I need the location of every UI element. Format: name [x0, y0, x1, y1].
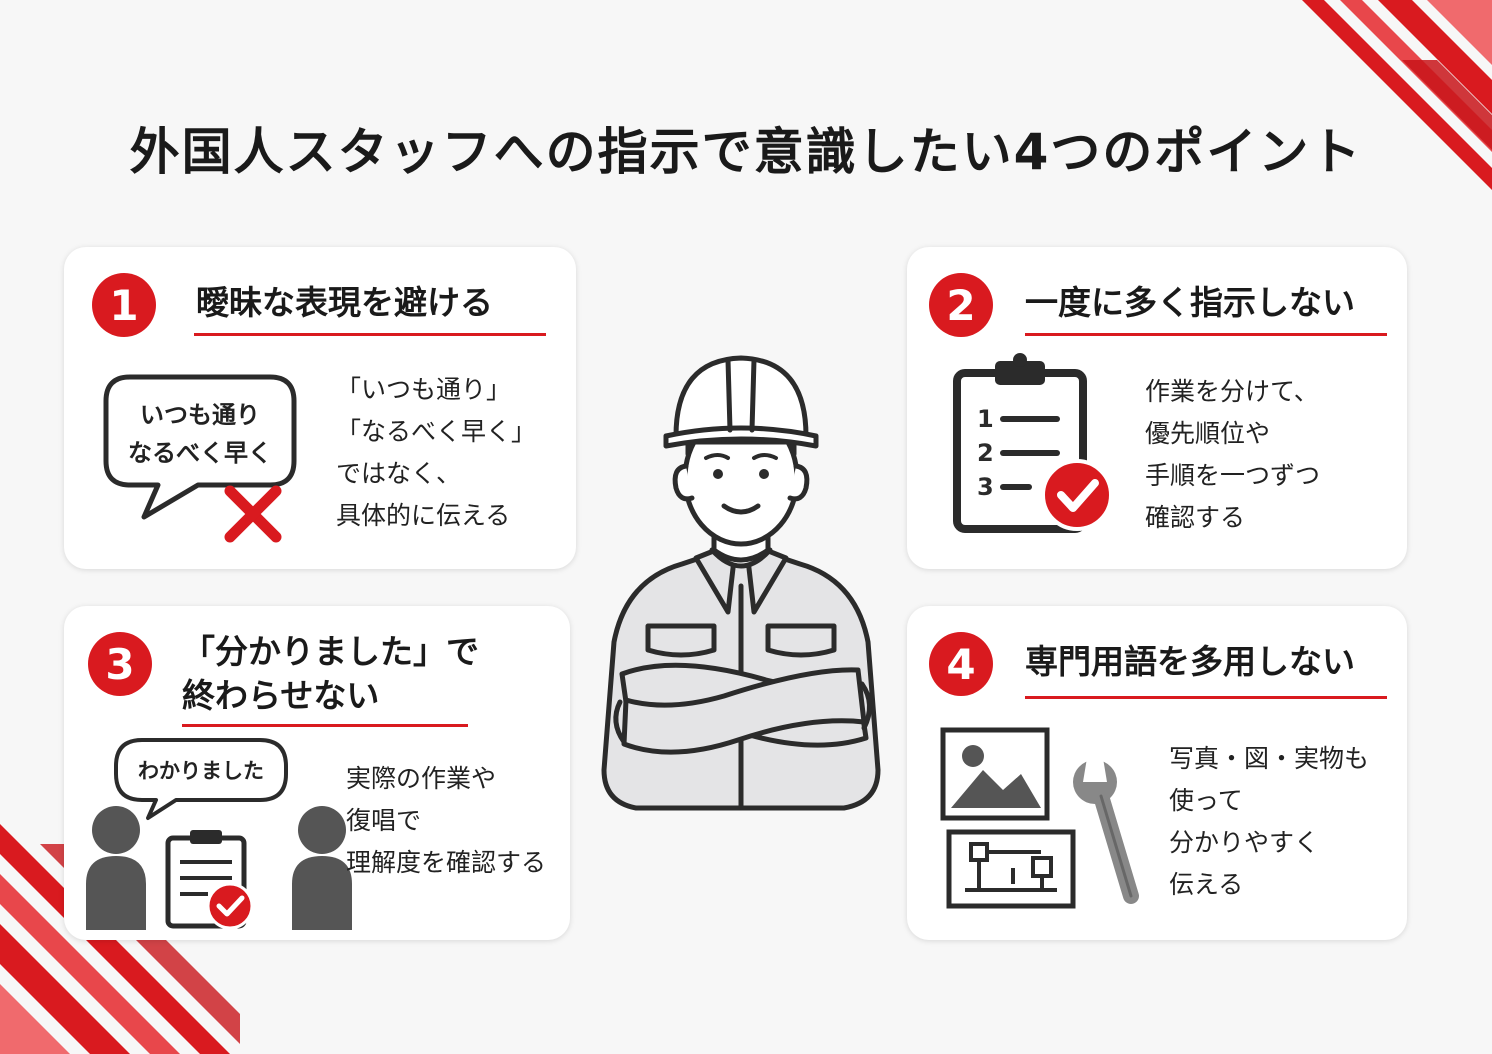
description-line: 写真・図・実物も	[1169, 744, 1370, 773]
title-underline	[182, 724, 468, 727]
title-underline	[1025, 333, 1387, 336]
bubble-text-line: なるべく早く	[128, 439, 272, 467]
clipboard-check-icon	[165, 830, 254, 930]
description-line: 作業を分けて、	[1145, 377, 1319, 406]
description-line: 実際の作業や	[346, 764, 497, 793]
confirmation-scene-icon: わかりました	[86, 738, 352, 930]
construction-worker-icon	[601, 355, 881, 811]
description-line: 伝える	[1169, 870, 1244, 899]
description-line: ではなく、	[336, 459, 462, 488]
description-line: 理解度を確認する	[346, 848, 547, 877]
clipboard-icon: 1 2 3	[953, 353, 1113, 533]
description-line: 使って	[1169, 786, 1243, 815]
point-card-1: 1 曖昧な表現を避ける いつも通り なるべく早く 「いつも通り」 「なるべく早く…	[64, 247, 576, 569]
point-title: 一度に多く指示しない	[1025, 281, 1355, 325]
page-title: 外国人スタッフへの指示で意識したい4つのポイント	[129, 123, 1363, 181]
photo-icon	[940, 727, 1050, 821]
list-number: 3	[977, 473, 994, 501]
speech-bubble-icon: わかりました	[114, 738, 288, 820]
description-line: 具体的に伝える	[336, 501, 511, 530]
wrench-icon	[1073, 758, 1139, 904]
point-title-line: 専門用語を多用しない	[1025, 642, 1355, 681]
point-card-3: 3 「分かりました」で 終わらせない わかりました 実際の作業や 復	[64, 606, 570, 940]
description-line: 確認する	[1145, 503, 1246, 532]
point-description: 作業を分けて、 優先順位や 手順を一つずつ 確認する	[1145, 371, 1320, 539]
speech-bubble-icon: いつも通り なるべく早く	[103, 374, 297, 543]
point-title-line: 「分かりました」で	[182, 632, 479, 671]
list-number: 1	[977, 405, 994, 433]
title-underline	[194, 333, 546, 336]
diagram-icon	[946, 829, 1076, 909]
bubble-text-line: わかりました	[138, 759, 264, 783]
title-underline	[1025, 696, 1387, 699]
visual-aids-icon	[940, 727, 1139, 909]
point-title-line: 終わらせない	[182, 676, 380, 715]
person-icon	[86, 806, 146, 930]
point-number-badge: 2	[929, 273, 993, 337]
point-number-badge: 1	[92, 273, 156, 337]
bubble-text-line: いつも通り	[140, 401, 260, 429]
description-line: 復唱で	[346, 806, 422, 835]
point-number-badge: 4	[929, 632, 993, 696]
point-description: 写真・図・実物も 使って 分かりやすく 伝える	[1169, 738, 1369, 906]
point-description: 実際の作業や 復唱で 理解度を確認する	[346, 758, 546, 884]
description-line: 優先順位や	[1145, 419, 1271, 448]
description-line: 「いつも通り」	[336, 375, 512, 404]
check-circle-icon	[1041, 459, 1113, 531]
list-number: 2	[977, 439, 994, 467]
point-number-badge: 3	[88, 632, 152, 696]
description-line: 手順を一つずつ	[1145, 461, 1321, 490]
person-icon	[292, 806, 352, 930]
point-description: 「いつも通り」 「なるべく早く」 ではなく、 具体的に伝える	[336, 369, 536, 537]
description-line: 「なるべく早く」	[336, 417, 537, 446]
description-line: 分かりやすく	[1169, 828, 1320, 857]
point-title: 曖昧な表現を避ける	[196, 281, 493, 325]
point-title: 「分かりました」で 終わらせない	[182, 630, 479, 718]
point-title-line: 曖昧な表現を避ける	[196, 283, 493, 322]
point-title: 専門用語を多用しない	[1025, 640, 1355, 684]
point-card-2: 2 一度に多く指示しない 1 2 3 作業を分けて、 優先順位や 手順を一つずつ…	[907, 247, 1407, 569]
point-title-line: 一度に多く指示しない	[1025, 283, 1355, 322]
cross-mark-icon	[224, 485, 282, 543]
point-card-4: 4 専門用語を多用しない 写真・図・実物も 使って 分かり	[907, 606, 1407, 940]
